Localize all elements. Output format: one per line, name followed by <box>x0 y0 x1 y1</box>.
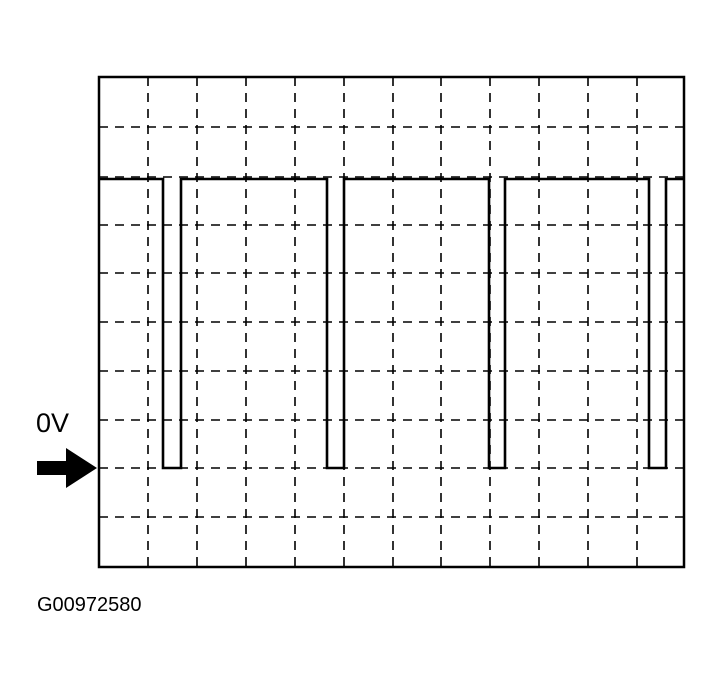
figure-id: G00972580 <box>37 594 142 616</box>
waveform-trace <box>100 177 683 470</box>
reference-voltage-label: 0V <box>36 408 70 438</box>
grid <box>99 77 684 567</box>
scope-border <box>97 75 686 569</box>
arrow-right-icon <box>37 448 97 488</box>
